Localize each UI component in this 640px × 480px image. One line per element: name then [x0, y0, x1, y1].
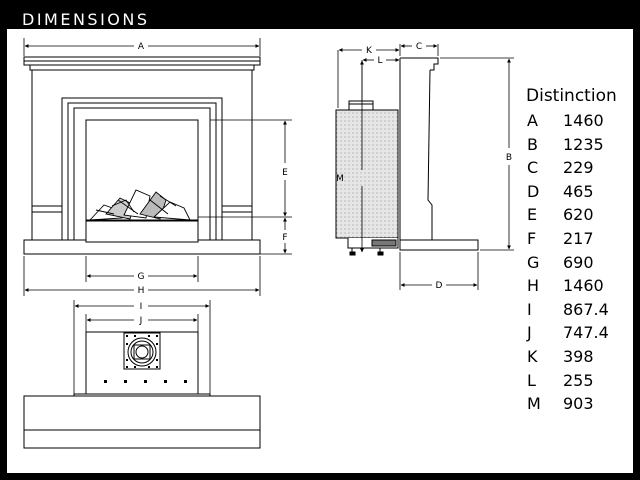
- dimension-b: B: [506, 58, 512, 250]
- label-h: H: [138, 286, 145, 296]
- log-fuel-bed: [88, 189, 191, 221]
- label-g: G: [138, 272, 145, 282]
- dimension-c: C: [400, 42, 438, 52]
- label-k: K: [366, 46, 373, 56]
- dimension-d: D: [400, 281, 478, 291]
- label-l: L: [377, 56, 382, 66]
- label-i: I: [140, 302, 143, 312]
- label-m: M: [336, 174, 344, 184]
- dimension-l: L: [362, 56, 400, 66]
- label-b: B: [506, 153, 512, 163]
- dimension-f: F: [282, 217, 288, 254]
- page-title: DIMENSIONS: [22, 10, 150, 29]
- dimension-m: M: [336, 60, 364, 253]
- spec-heading: Distinction: [526, 86, 617, 106]
- dimension-a: A: [23, 38, 261, 56]
- label-d: D: [436, 281, 443, 291]
- label-c: C: [416, 42, 422, 52]
- dimension-g: G: [85, 256, 199, 282]
- label-j: J: [139, 316, 143, 326]
- label-a: A: [138, 42, 145, 52]
- label-e: E: [282, 168, 288, 178]
- dimension-k: K: [338, 46, 400, 56]
- front-view: [23, 56, 292, 255]
- dimension-j: J: [86, 316, 198, 326]
- dimension-h: H: [23, 256, 261, 296]
- plan-view: [23, 300, 261, 449]
- label-f: F: [282, 233, 287, 243]
- dimension-i: I: [74, 302, 210, 312]
- dimension-e: E: [282, 120, 288, 217]
- side-view: [335, 44, 514, 290]
